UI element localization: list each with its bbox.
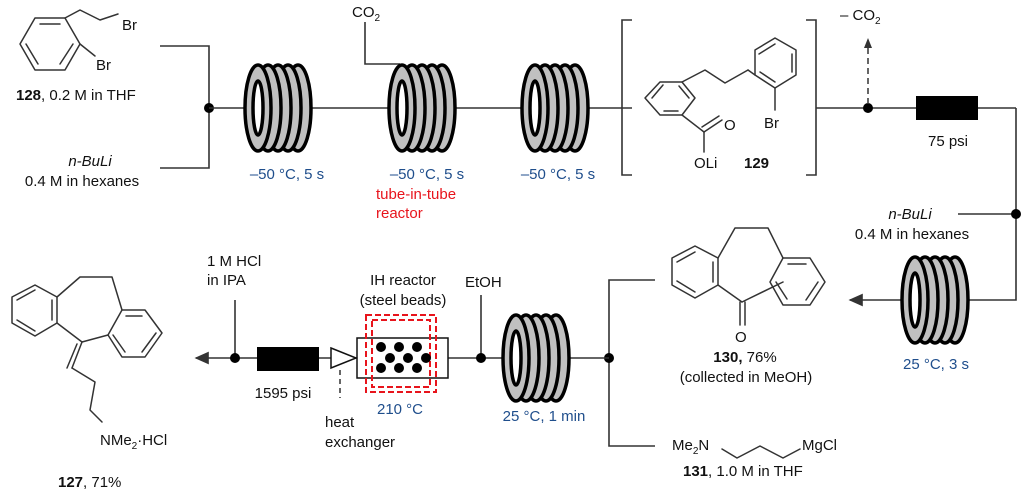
nbuli-1-conc: 0.4 M in hexanes — [25, 173, 139, 190]
compound-127-structure: NMe2·HCl — [11, 276, 167, 452]
reagent-131-structure: Me2N MgCl — [672, 437, 837, 459]
hcl-label-2: in IPA — [207, 272, 246, 289]
compound-127-yield: , 71% — [83, 474, 121, 491]
intermediate-129: Br O OLi 129 — [621, 19, 817, 176]
br-label: Br — [96, 57, 111, 74]
tube-in-tube-note-2: reactor — [376, 205, 423, 222]
induction-coil-inner — [371, 319, 431, 388]
compound-130-structure: O — [671, 227, 826, 346]
br-label-129: Br — [764, 115, 779, 132]
reagent-131-caption: 131, 1.0 M in THF — [683, 463, 803, 480]
co2-feed-label: CO2 — [352, 4, 381, 24]
etoh-label: EtOH — [465, 274, 502, 291]
heat-exchanger — [330, 346, 359, 370]
tube-in-tube-note: tube-in-tube — [376, 186, 456, 203]
coil-3-condition: –50 °C, 5 s — [521, 166, 595, 183]
coil-reactor-3 — [520, 63, 590, 153]
compound-130-caption: 130, 76% — [713, 349, 776, 366]
coil-5-condition: 25 °C, 1 min — [503, 408, 586, 425]
back-pressure-regulator-2 — [257, 347, 319, 371]
t-mixer-2 — [1011, 209, 1021, 219]
coil-reactor-5 — [501, 313, 571, 403]
nbuli-1-name: n-BuLi — [68, 153, 112, 170]
reagent-131-label: 131 — [683, 463, 708, 480]
co2-feed-line — [364, 22, 400, 65]
t-mixer-4 — [476, 353, 486, 363]
coil-reactor-2-tube-in-tube — [387, 63, 457, 153]
heat-exchanger-label-2: exchanger — [325, 434, 395, 451]
steel-beads — [376, 342, 431, 373]
mgcl-label: MgCl — [802, 437, 837, 454]
bpr-2-pressure: 1595 psi — [255, 385, 312, 402]
compound-127-label: 127 — [58, 474, 83, 491]
ih-reactor-sublabel: (steel beads) — [360, 292, 447, 309]
back-pressure-regulator-1 — [916, 96, 978, 120]
gas-liquid-separator — [863, 103, 873, 113]
co2-vent-arrow-icon — [864, 38, 872, 48]
compound-127-caption: 127, 71% — [58, 474, 121, 491]
coil-2-condition: –50 °C, 5 s — [390, 166, 464, 183]
bracket-right — [806, 19, 817, 176]
induction-coil-outer — [365, 314, 437, 393]
coil-1-condition: –50 °C, 5 s — [250, 166, 324, 183]
o-label-129: O — [724, 117, 736, 134]
compound-128-structure: Br Br — [19, 9, 137, 74]
nme2-hcl-label: NMe2·HCl — [100, 432, 167, 452]
me2n-label: Me2N — [672, 437, 709, 457]
o-label-130: O — [735, 329, 747, 346]
split-lines — [608, 279, 655, 447]
coil-reactor-1 — [243, 63, 313, 153]
ih-reactor-label: IH reactor — [370, 272, 436, 289]
nbuli-2-name: n-BuLi — [888, 206, 932, 223]
compound-130-note: (collected in MeOH) — [680, 369, 813, 386]
compound-130-label: 130, — [713, 349, 742, 366]
coil-reactor-4 — [900, 255, 970, 345]
bracket-left — [621, 19, 632, 176]
bpr-1-pressure: 75 psi — [928, 133, 968, 150]
br-label: Br — [122, 17, 137, 34]
compound-130-yield: 76% — [743, 349, 777, 366]
t-mixer-5 — [230, 353, 240, 363]
minus-co2-label: – CO2 — [840, 7, 881, 27]
feed-line-128 — [160, 45, 210, 108]
nbuli-2-conc: 0.4 M in hexanes — [855, 226, 969, 243]
compound-128-desc: , 0.2 M in THF — [41, 87, 136, 104]
feed-line-buli-1 — [160, 108, 210, 169]
coil-4-condition: 25 °C, 3 s — [903, 356, 969, 373]
hcl-label: 1 M HCl — [207, 253, 261, 270]
compound-128-label: 128 — [16, 87, 41, 104]
compound-128-caption: 128, 0.2 M in THF — [16, 87, 136, 104]
intermediate-129-label: 129 — [744, 155, 769, 172]
ih-reactor-temp: 210 °C — [377, 401, 423, 418]
heat-exchanger-label: heat — [325, 414, 355, 431]
oli-label: OLi — [694, 155, 717, 172]
reagent-131-desc: , 1.0 M in THF — [708, 463, 803, 480]
